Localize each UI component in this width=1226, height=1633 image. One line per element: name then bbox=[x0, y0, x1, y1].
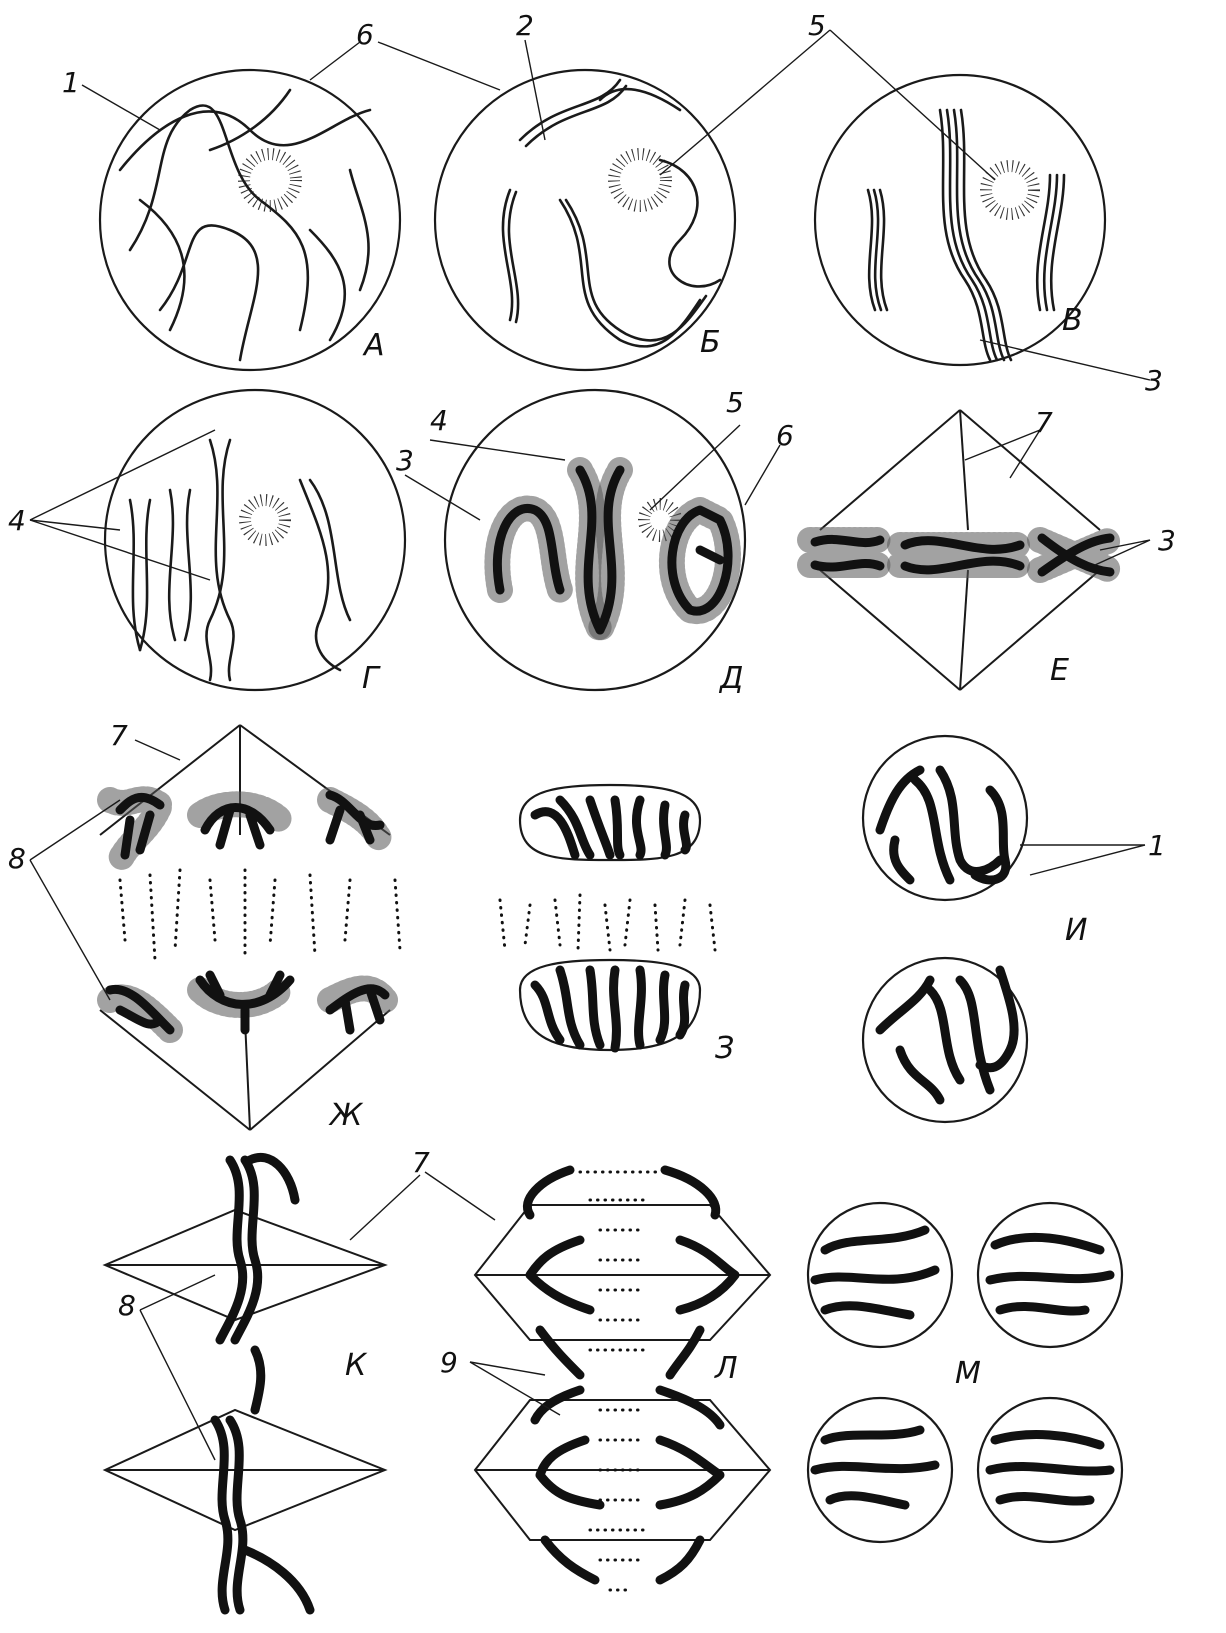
panel-b-zygotene bbox=[435, 70, 735, 370]
callout-3: 3 bbox=[1145, 364, 1163, 397]
panel-label-z: З bbox=[715, 1031, 734, 1066]
panel-label-k: К bbox=[345, 1348, 368, 1383]
panel-a-leptotene bbox=[100, 70, 400, 370]
panel-label-d: Д bbox=[718, 661, 743, 696]
callout-4: 4 bbox=[8, 504, 26, 537]
panel-label-a: А bbox=[362, 328, 385, 363]
callout-6: 6 bbox=[776, 419, 794, 452]
panel-label-v: В bbox=[1062, 303, 1083, 338]
callout-7: 7 bbox=[412, 1146, 430, 1179]
panel-label-i: И bbox=[1065, 913, 1087, 948]
panel-i-interkinesis bbox=[863, 736, 1027, 1122]
callout-9: 9 bbox=[440, 1346, 458, 1379]
panel-z-telophase-1 bbox=[500, 785, 715, 1050]
callout-7: 7 bbox=[1035, 406, 1053, 439]
panel-labels: А Б В Г Д Е Ж З И К Л М bbox=[328, 303, 1087, 1391]
panel-label-g: Г bbox=[362, 661, 381, 696]
callout-8: 8 bbox=[118, 1289, 136, 1322]
callout-2: 2 bbox=[516, 9, 534, 42]
callout-1: 1 bbox=[62, 66, 80, 99]
callout-6: 6 bbox=[356, 18, 374, 51]
panel-label-l: Л bbox=[714, 1351, 738, 1386]
callout-5: 5 bbox=[808, 9, 826, 42]
panel-label-e: Е bbox=[1050, 653, 1069, 688]
callout-5: 5 bbox=[726, 386, 744, 419]
callout-7: 7 bbox=[110, 719, 128, 752]
panel-d-diakinesis bbox=[445, 390, 745, 690]
panel-e-metaphase-1 bbox=[810, 410, 1110, 690]
callout-numbers: 1 6 2 5 3 4 4 3 5 6 7 3 7 8 1 7 8 9 bbox=[8, 9, 1176, 1379]
panel-zh-anaphase-1 bbox=[100, 725, 400, 1130]
panel-g-diplotene bbox=[105, 390, 405, 690]
callout-3: 3 bbox=[1158, 524, 1176, 557]
callout-1: 1 bbox=[1148, 829, 1166, 862]
panel-label-zh: Ж bbox=[328, 1098, 364, 1133]
panel-label-m: М bbox=[955, 1356, 981, 1391]
panel-k-metaphase-2 bbox=[105, 1157, 385, 1610]
callout-8: 8 bbox=[8, 842, 26, 875]
callout-3: 3 bbox=[396, 444, 414, 477]
callout-4: 4 bbox=[430, 404, 448, 437]
panel-label-b: Б bbox=[700, 325, 721, 360]
